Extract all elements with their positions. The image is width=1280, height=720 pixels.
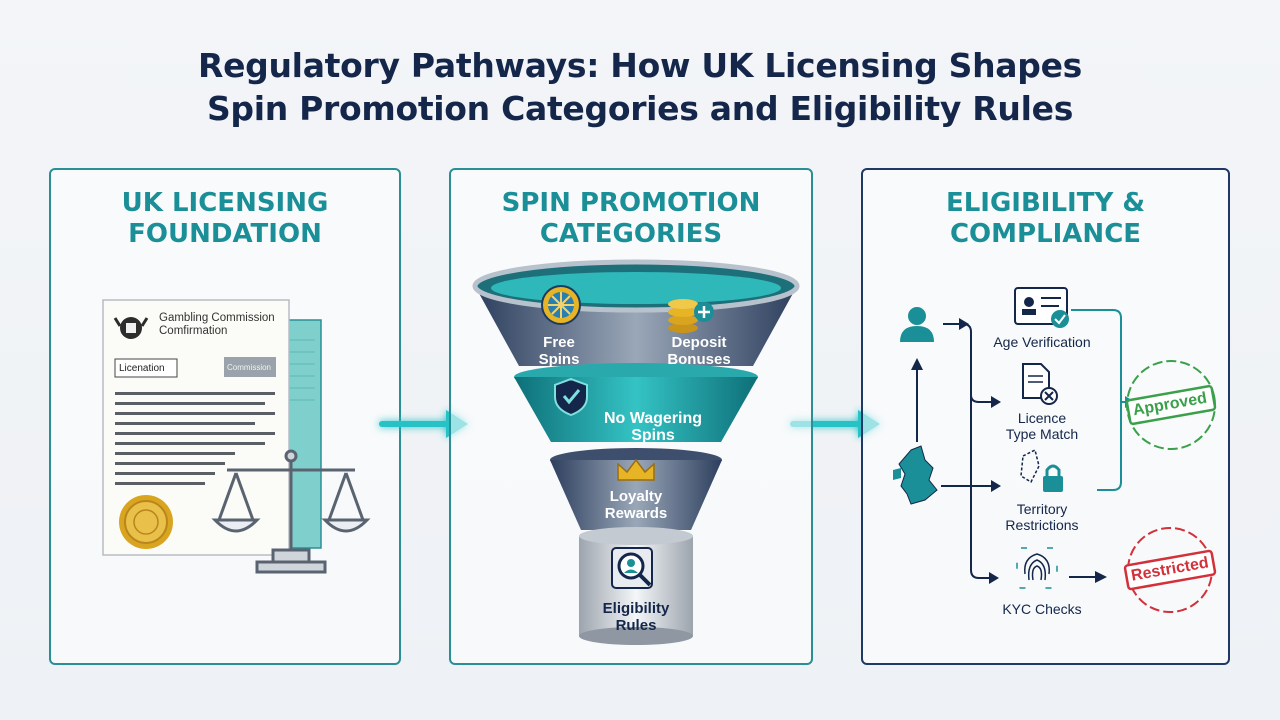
no-wagering-line2: Spins (631, 427, 675, 444)
funnel-tier-3 (550, 460, 722, 530)
funnel-base-bottom (579, 627, 693, 645)
promotions-panel-title: SPIN PROMOTION CATEGORIES (451, 188, 811, 250)
page-title-line2: Spin Promotion Categories and Eligibilit… (206, 89, 1074, 128)
doc-header-line2: Comfirmation (159, 325, 228, 337)
restricted-arrowhead (1095, 571, 1107, 583)
document-text-lines (115, 392, 275, 485)
territory-line2: Restrictions (1005, 517, 1079, 533)
promotions-title-line2: CATEGORIES (539, 219, 723, 249)
free-spins-line1: Free (543, 334, 575, 351)
doc-header-line1: Gambling Commission (159, 312, 275, 324)
check-licence-type-match: Licence Type Match (987, 410, 1097, 442)
branch-connectors (941, 323, 995, 579)
loyalty-line1: Loyalty (609, 488, 663, 505)
doc-stamp-label: Commission (227, 363, 272, 372)
no-wagering-label: No Wagering Spins (593, 410, 713, 444)
licence-field-box (114, 358, 178, 378)
eligibility-rules-line2: Rules (615, 617, 657, 634)
uk-map-icon (898, 445, 938, 505)
deposit-bonuses-line1: Deposit (671, 334, 727, 351)
check-kyc: KYC Checks (1002, 601, 1082, 617)
branch-arrowheads (959, 318, 1001, 584)
eligibility-title-line1: ELIGIBILITY & (945, 188, 1146, 218)
licensing-panel: UK LICENSING FOUNDATION (49, 168, 401, 665)
territory-line1: Territory (1016, 501, 1068, 517)
promotions-panel: SPIN PROMOTION CATEGORIES (449, 168, 813, 665)
eligibility-search-icon (611, 547, 653, 589)
coins-icon (668, 299, 714, 333)
loyalty-line2: Rewards (604, 505, 668, 522)
deposit-bonuses-line2: Bonuses (667, 351, 731, 368)
compliance-flow-illustration (893, 287, 1217, 613)
page-title-line1: Regulatory Pathways: How UK Licensing Sh… (197, 46, 1083, 85)
spin-wheel-icon (541, 285, 581, 325)
crown-icon (617, 458, 655, 481)
territory-lock-icon (1020, 448, 1063, 492)
funnel-rim-inner (491, 272, 781, 304)
royal-crest-icon (113, 317, 149, 339)
licence-type-line1: Licence (1017, 410, 1067, 426)
fingerprint-icon (1016, 547, 1058, 589)
licensing-panel-title: UK LICENSING FOUNDATION (51, 188, 399, 250)
approved-stamp (1125, 360, 1217, 450)
licensing-title-line1: UK LICENSING (121, 188, 329, 218)
eligibility-panel: ELIGIBILITY & COMPLIANCE (861, 168, 1230, 665)
deposit-bonuses-label: Deposit Bonuses (654, 334, 744, 368)
map-to-user-arrowhead (911, 358, 923, 370)
id-card-icon (1014, 287, 1069, 328)
shield-check-icon (554, 377, 588, 417)
free-spins-label: Free Spins (529, 334, 589, 368)
no-wagering-line1: No Wagering (603, 410, 703, 427)
loyalty-rewards-label: Loyalty Rewards (591, 488, 681, 522)
check-territory-restrictions: Territory Restrictions (987, 501, 1097, 533)
free-spins-line2: Spins (538, 351, 580, 368)
licence-stamp-box (224, 357, 276, 377)
ireland-map-shape (893, 468, 901, 480)
doc-header: Gambling Commission Comfirmation (159, 312, 275, 338)
licence-type-line2: Type Match (1005, 426, 1079, 442)
promotion-funnel-illustration (472, 259, 800, 645)
check-age-verification: Age Verification (993, 334, 1091, 350)
page-title: Regulatory Pathways: How UK Licensing Sh… (0, 44, 1280, 130)
eligibility-title-line2: COMPLIANCE (949, 219, 1142, 249)
user-icon (900, 307, 934, 342)
scales-of-justice-icon (211, 449, 371, 574)
doc-field-label: Licenation (119, 363, 165, 374)
restricted-stamp (1123, 527, 1217, 613)
funnel-base-top (579, 527, 693, 545)
licensing-title-line2: FOUNDATION (128, 219, 322, 249)
eligibility-rules-label: Eligibility Rules (586, 600, 686, 634)
licence-document-icon (1022, 363, 1058, 405)
licence-document-illustration (102, 299, 371, 574)
eligibility-rules-line1: Eligibility (602, 600, 670, 617)
promotions-title-line1: SPIN PROMOTION (501, 188, 761, 218)
eligibility-panel-title: ELIGIBILITY & COMPLIANCE (863, 188, 1228, 250)
gold-seal-icon (119, 495, 173, 549)
